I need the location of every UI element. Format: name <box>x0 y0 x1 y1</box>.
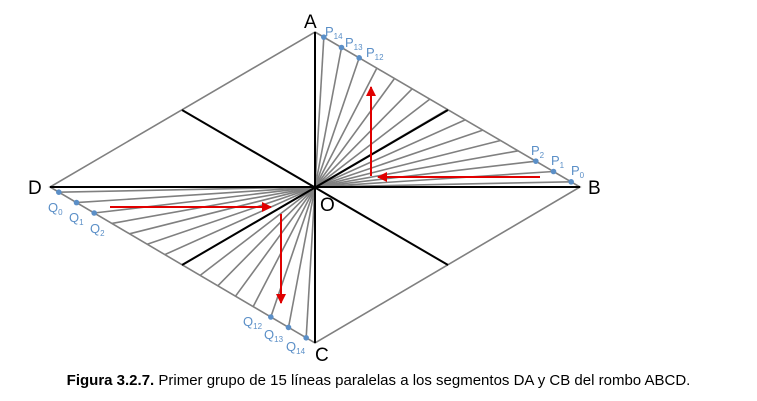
point-q0-marker <box>56 189 62 195</box>
point-p12-marker <box>356 55 362 61</box>
point-label-q0: Q0 <box>48 200 63 217</box>
point-q14-marker <box>303 335 309 341</box>
point-label-p14: P14 <box>325 24 343 41</box>
point-label-q2: Q2 <box>90 221 105 238</box>
point-label-p1: P1 <box>551 153 565 170</box>
point-label-q1: Q1 <box>69 210 84 227</box>
point-q1-marker <box>73 199 80 206</box>
point-q12-marker <box>268 314 274 320</box>
point-label-q13: Q13 <box>264 327 284 344</box>
center-label-o: O <box>320 195 335 216</box>
point-p0-marker <box>568 179 574 185</box>
point-p14-marker <box>321 34 327 40</box>
figure-caption: Figura 3.2.7. Primer grupo de 15 líneas … <box>0 372 757 389</box>
points <box>56 34 574 341</box>
point-label-p12: P12 <box>366 45 384 62</box>
point-label-p2: P2 <box>531 143 545 160</box>
point-p2-marker <box>533 158 539 164</box>
point-label-q12: Q12 <box>243 314 263 331</box>
vertex-label-d: D <box>28 178 42 199</box>
vertex-label-b: B <box>588 178 601 199</box>
vertex-label-c: C <box>315 345 329 366</box>
point-label-q14: Q14 <box>286 339 306 356</box>
point-label-p0: P0 <box>571 163 585 180</box>
vertex-label-a: A <box>304 12 317 33</box>
caption-text: Primer grupo de 15 líneas paralelas a lo… <box>154 372 691 389</box>
point-q2-marker <box>91 210 97 216</box>
caption-figure-number: Figura 3.2.7. <box>66 372 155 389</box>
point-label-p13: P13 <box>345 35 363 52</box>
point-p1-marker <box>550 168 557 175</box>
perpendicular-axis-2 <box>181 109 449 266</box>
point-p13-marker <box>338 44 345 51</box>
point-q13-marker <box>285 324 292 331</box>
